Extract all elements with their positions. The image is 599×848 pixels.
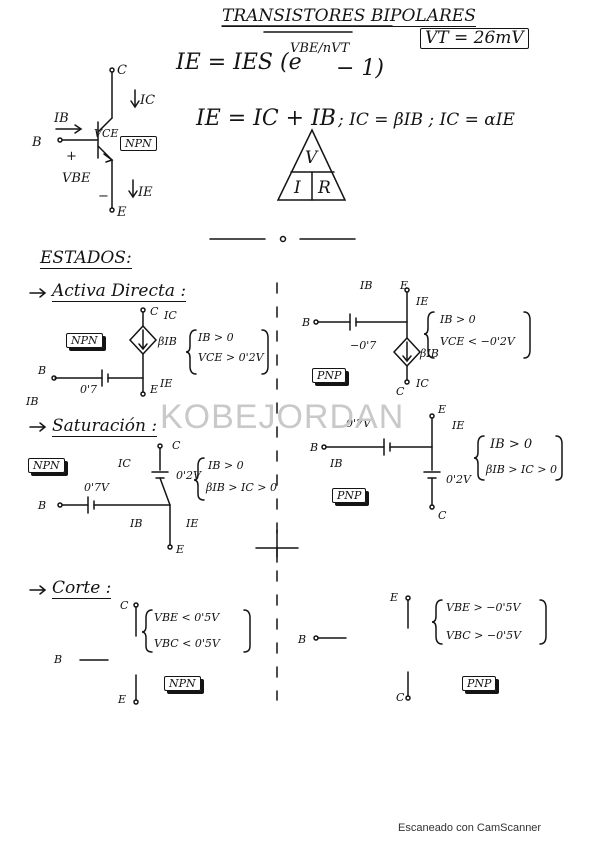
corte-pnp-cond1: VBE > −0'5V <box>446 601 521 614</box>
activa-pnp-ic: IC <box>416 377 429 390</box>
sat-npn-vbe: 0'7V <box>84 481 109 494</box>
activa-npn-b: B <box>38 364 47 377</box>
sat-pnp-ib: IB <box>330 457 343 470</box>
activa-pnp-cond1: IB > 0 <box>440 313 476 326</box>
activa-npn-cond2: VCE > 0'2V <box>198 351 264 364</box>
sat-pnp-veb: 0'7V <box>346 417 371 430</box>
activa-pnp-ie: IE <box>416 295 429 308</box>
activa-npn-ic: IC <box>164 309 177 322</box>
sat-npn-badge: NPN <box>28 458 65 473</box>
activa-pnp-b: B <box>302 316 311 329</box>
ohm-i: I <box>294 178 301 198</box>
corte-npn-b: B <box>54 653 63 666</box>
sat-pnp-b: B <box>310 441 319 454</box>
activa-pnp-veb: −0'7 <box>350 339 377 352</box>
corte-pnp-cond2: VBC > −0'5V <box>446 629 522 642</box>
npn-ic-label: IC <box>140 93 156 108</box>
sat-pnp-vec: 0'2V <box>446 473 471 486</box>
activa-pnp-e: E <box>400 279 409 292</box>
sat-pnp-badge: PNP <box>332 488 367 503</box>
corte-npn-badge: NPN <box>164 676 201 691</box>
heading-saturacion: Saturación : <box>52 416 158 437</box>
activa-npn-vbe: 0'7 <box>80 383 98 396</box>
activa-pnp-ib: IB <box>360 279 373 292</box>
npn-type-badge: NPN <box>120 136 157 151</box>
activa-npn-src: βIB <box>158 335 177 348</box>
npn-plus: + <box>66 149 77 164</box>
npn-minus: − <box>98 189 109 204</box>
sat-npn-cond1: IB > 0 <box>208 459 244 472</box>
corte-npn-cond2: VBC < 0'5V <box>154 637 220 650</box>
activa-pnp-c: C <box>396 385 405 398</box>
npn-e-label: E <box>117 205 127 220</box>
sat-pnp-cond2: βIB > IC > 0 <box>486 463 557 476</box>
thermal-voltage-box: VT = 26mV <box>420 28 529 49</box>
npn-ib-label: IB <box>54 111 69 126</box>
sat-npn-ic: IC <box>118 457 131 470</box>
activa-npn-ie: IE <box>160 377 173 390</box>
heading-activa: Activa Directa : <box>52 281 187 302</box>
activa-pnp-src: βIB <box>420 347 439 360</box>
sat-npn-ie: IE <box>186 517 199 530</box>
corte-npn-e: E <box>118 693 127 706</box>
activa-npn-ib: IB <box>26 395 39 408</box>
sat-pnp-cond1: IB > 0 <box>490 437 533 452</box>
ie-equation: IE = IES (e <box>176 50 302 75</box>
sat-npn-ib: IB <box>130 517 143 530</box>
npn-ie-label: IE <box>138 185 153 200</box>
kcl-equation: IE = IC + IB <box>196 106 336 131</box>
sat-pnp-e: E <box>438 403 447 416</box>
ohm-v: V <box>305 148 318 168</box>
npn-vbe-label: VBE <box>62 171 91 186</box>
sat-npn-c: C <box>172 439 181 452</box>
sat-pnp-ie: IE <box>452 419 465 432</box>
page-title: TRANSISTORES BIPOLARES <box>222 6 476 27</box>
activa-npn-badge: NPN <box>66 333 103 348</box>
npn-c-label: C <box>117 63 127 78</box>
sat-npn-e: E <box>176 543 185 556</box>
corte-pnp-badge: PNP <box>462 676 497 691</box>
activa-pnp-badge: PNP <box>312 368 347 383</box>
sat-pnp-c: C <box>438 509 447 522</box>
npn-b-label: B <box>32 135 42 150</box>
ohm-r: R <box>318 178 331 198</box>
ie-equation-tail: − 1) <box>336 56 385 81</box>
gain-equations: ; IC = βIB ; IC = αIE <box>338 110 515 130</box>
activa-npn-e: E <box>150 383 159 396</box>
watermark: KOBEJORDAN <box>160 398 405 436</box>
scanner-footer: Escaneado con CamScanner <box>398 822 542 834</box>
corte-npn-cond1: VBE < 0'5V <box>154 611 220 624</box>
corte-pnp-c: C <box>396 691 405 704</box>
activa-npn-cond1: IB > 0 <box>198 331 234 344</box>
sat-npn-vce: 0'2V <box>176 469 201 482</box>
heading-corte: Corte : <box>52 578 112 599</box>
sat-npn-b: B <box>38 499 47 512</box>
ie-exponent: VBE/nVT <box>290 41 350 56</box>
corte-npn-c: C <box>120 599 129 612</box>
npn-vce-label: VCE <box>94 127 119 140</box>
sat-npn-cond2: βIB > IC > 0 <box>206 481 277 494</box>
activa-pnp-cond2: VCE < −0'2V <box>440 335 515 348</box>
corte-pnp-b: B <box>298 633 307 646</box>
section-states: ESTADOS: <box>40 248 132 269</box>
corte-pnp-e: E <box>390 591 399 604</box>
activa-npn-c: C <box>150 305 159 318</box>
